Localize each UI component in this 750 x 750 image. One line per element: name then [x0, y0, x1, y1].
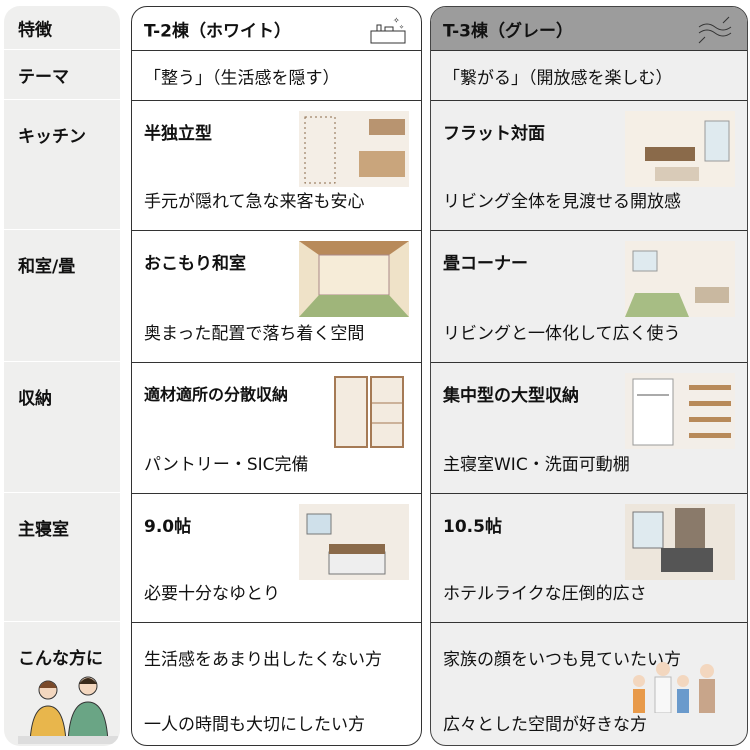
- cell-heading: 10.5帖: [443, 517, 502, 537]
- cell-heading: 9.0帖: [144, 517, 192, 537]
- t2-header: T-2棟（ホワイト） ✧✧: [132, 7, 421, 51]
- feature-label: こんな方に: [18, 649, 103, 669]
- t3-theme-text: 「繋がる」（開放感を楽しむ）: [443, 68, 673, 88]
- cell-heading: おこもり和室: [144, 254, 246, 274]
- cell-heading: 適材適所の分散収納: [144, 385, 289, 404]
- storage-image-icon: [334, 376, 404, 448]
- feature-header: 特徴: [18, 20, 52, 40]
- t3-for: 家族の顔をいつも見ていたい方広々とした空間が好きな方: [431, 623, 747, 745]
- cell-heading: 半独立型: [144, 124, 212, 144]
- feature-header-cell: 特徴: [4, 6, 120, 50]
- feature-row: キッチン: [4, 100, 120, 230]
- t2-for: 生活感をあまり出したくない方一人の時間も大切にしたい方: [132, 623, 421, 745]
- feature-label: 収納: [18, 389, 52, 409]
- kitchen-image-icon: [299, 111, 409, 187]
- t3-kitchen: フラット対面リビング全体を見渡せる開放感: [431, 101, 747, 231]
- cell-description: リビング全体を見渡せる開放感: [443, 192, 681, 212]
- cell-heading: 集中型の大型収納: [443, 386, 579, 406]
- feature-row: こんな方に: [4, 622, 120, 746]
- feature-row: 主寝室: [4, 493, 120, 622]
- bedroom-image-icon: [625, 504, 735, 580]
- kitchen-image-icon: [625, 111, 735, 187]
- t3-washitsu: 畳コーナーリビングと一体化して広く使う: [431, 231, 747, 363]
- feature-label: テーマ: [18, 67, 69, 87]
- target-text: 生活感をあまり出したくない方: [144, 650, 382, 670]
- tatami-corner-image-icon: [625, 241, 735, 317]
- target-text: 一人の時間も大切にしたい方: [144, 715, 365, 735]
- t2-kitchen: 半独立型手元が隠れて急な来客も安心: [132, 101, 421, 231]
- target-text: 家族の顔をいつも見ていたい方: [443, 650, 681, 670]
- t3-bedroom: 10.5帖ホテルライクな圧倒的広さ: [431, 494, 747, 623]
- t3-theme: 「繋がる」（開放感を楽しむ）: [431, 51, 747, 101]
- feature-label: 主寝室: [18, 520, 69, 540]
- feature-row: 収納: [4, 362, 120, 493]
- family-illustration-icon: [633, 662, 715, 713]
- cell-heading: フラット対面: [443, 124, 545, 144]
- cell-description: 奥まった配置で落ち着く空間: [144, 324, 365, 344]
- t2-column: T-2棟（ホワイト） ✧✧ 「整う」（生活感を隠す） 半独立型手元が隠れて急な来…: [131, 6, 422, 746]
- flow-waves-icon: [698, 16, 732, 44]
- feature-label: キッチン: [18, 127, 86, 147]
- t2-washitsu: おこもり和室奥まった配置で落ち着く空間: [132, 231, 421, 363]
- feature-row: テーマ: [4, 50, 120, 100]
- t2-theme: 「整う」（生活感を隠す）: [132, 51, 421, 101]
- t3-storage: 集中型の大型収納主寝室WIC・洗面可動棚: [431, 363, 747, 494]
- walk-in-closet-image-icon: [625, 373, 735, 449]
- t3-column: T-3棟（グレー） 「繋がる」（開放感を楽しむ） フラット対面リビング全体を見渡…: [430, 6, 748, 746]
- cell-description: 必要十分なゆとり: [144, 584, 280, 604]
- couple-illustration-icon: [18, 676, 118, 744]
- cell-heading: 畳コーナー: [443, 254, 528, 274]
- t2-bedroom: 9.0帖必要十分なゆとり: [132, 494, 421, 623]
- tidy-shelf-icon: ✧✧: [370, 16, 406, 44]
- t2-theme-text: 「整う」（生活感を隠す）: [144, 68, 340, 88]
- t2-storage: 適材適所の分散収納パントリー・SIC完備: [132, 363, 421, 494]
- svg-text:✧: ✧: [399, 24, 404, 31]
- cell-description: 主寝室WIC・洗面可動棚: [443, 455, 630, 475]
- t3-header: T-3棟（グレー）: [431, 7, 747, 51]
- cell-description: ホテルライクな圧倒的広さ: [443, 584, 647, 604]
- target-text: 広々とした空間が好きな方: [443, 715, 647, 735]
- feature-label: 和室/畳: [18, 257, 76, 277]
- t2-title: T-2棟（ホワイト）: [144, 21, 291, 41]
- feature-column: 特徴 テーマ キッチン 和室/畳 収納 主寝室 こんな方に: [4, 6, 120, 746]
- cell-description: 手元が隠れて急な来客も安心: [144, 192, 365, 212]
- svg-text:✧: ✧: [393, 16, 400, 25]
- feature-row: 和室/畳: [4, 230, 120, 362]
- cell-description: リビングと一体化して広く使う: [443, 324, 681, 344]
- washitsu-image-icon: [299, 241, 409, 317]
- bedroom-image-icon: [299, 504, 409, 580]
- t3-title: T-3棟（グレー）: [443, 21, 573, 41]
- cell-description: パントリー・SIC完備: [144, 455, 309, 475]
